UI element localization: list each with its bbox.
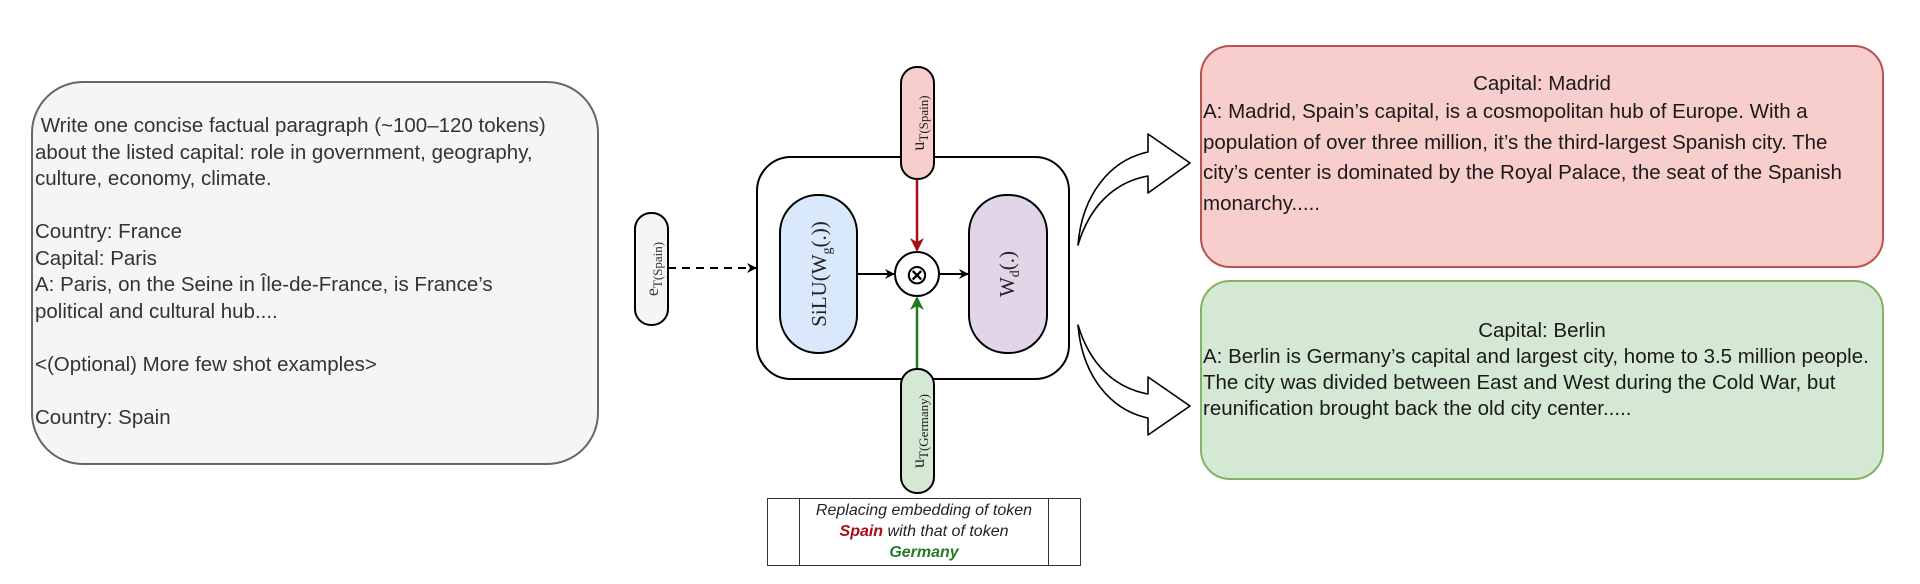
caption-line-2: with that of token [883,523,1009,540]
spain-vector-label: u [908,142,928,151]
svg-text:SiLU(Wg(.)): SiLU(Wg(.)) [807,221,835,327]
svg-text:eT(Spain): eT(Spain) [642,242,665,296]
spain-vector-subscript: T(Spain) [916,95,931,141]
down-subscript: d [1008,270,1023,277]
down-block: Wd(.) [968,194,1048,354]
caption-germany-token: Germany [889,544,959,561]
input-embedding-node: eT(Spain) [634,212,669,326]
gate-subscript: g [820,247,835,254]
input-embedding-subscript: T(Spain) [650,242,665,288]
curved-arrow-down-icon [1077,324,1191,436]
original-output-text: A: Madrid, Spain’s capital, is a cosmopo… [1203,100,1842,215]
patched-output-text: A: Berlin is Germany’s capital and large… [1203,345,1869,420]
curved-arrow-up-icon [1077,133,1191,246]
example-capital: Capital: Paris [35,246,157,270]
caption-spain-token: Spain [839,523,884,540]
optional-examples: <(Optional) More few shot examples> [35,352,377,376]
multiply-icon: ⊗ [905,260,928,291]
multiply-node: ⊗ [894,251,940,297]
gate-suffix: (.)) [807,221,831,247]
prompt-box: Write one concise factual paragraph (~10… [31,81,599,465]
caption-box: Replacing embedding of token Spain with … [767,498,1081,566]
germany-vector-subscript: T(Germany) [916,394,931,459]
down-label: W [995,277,1019,297]
svg-text:uT(Germany): uT(Germany) [908,394,931,468]
patched-output-title: Capital: Berlin [1478,319,1606,342]
svg-text:Wd(.): Wd(.) [995,251,1023,297]
svg-text:uT(Spain): uT(Spain) [908,95,931,150]
gate-block: SiLU(Wg(.)) [779,194,858,354]
original-output-box: Capital: Madrid A: Madrid, Spain’s capit… [1200,45,1884,268]
caption-line-1: Replacing embedding of token [815,502,1033,519]
prompt-instruction: Write one concise factual paragraph (~10… [35,114,546,190]
example-country: Country: France [35,220,182,243]
germany-vector-label: u [908,459,928,468]
original-output-title: Capital: Madrid [1473,72,1611,95]
spain-vector-node: uT(Spain) [900,66,935,180]
query-country: Country: Spain [35,405,171,429]
germany-vector-node: uT(Germany) [900,368,935,494]
down-suffix: (.) [995,251,1019,270]
input-embedding-label: e [642,288,662,296]
gate-label: SiLU(W [807,254,831,327]
example-answer: A: Paris, on the Seine in Île-de-France,… [35,273,493,323]
patched-output-box: Capital: Berlin A: Berlin is Germany’s c… [1200,280,1884,480]
